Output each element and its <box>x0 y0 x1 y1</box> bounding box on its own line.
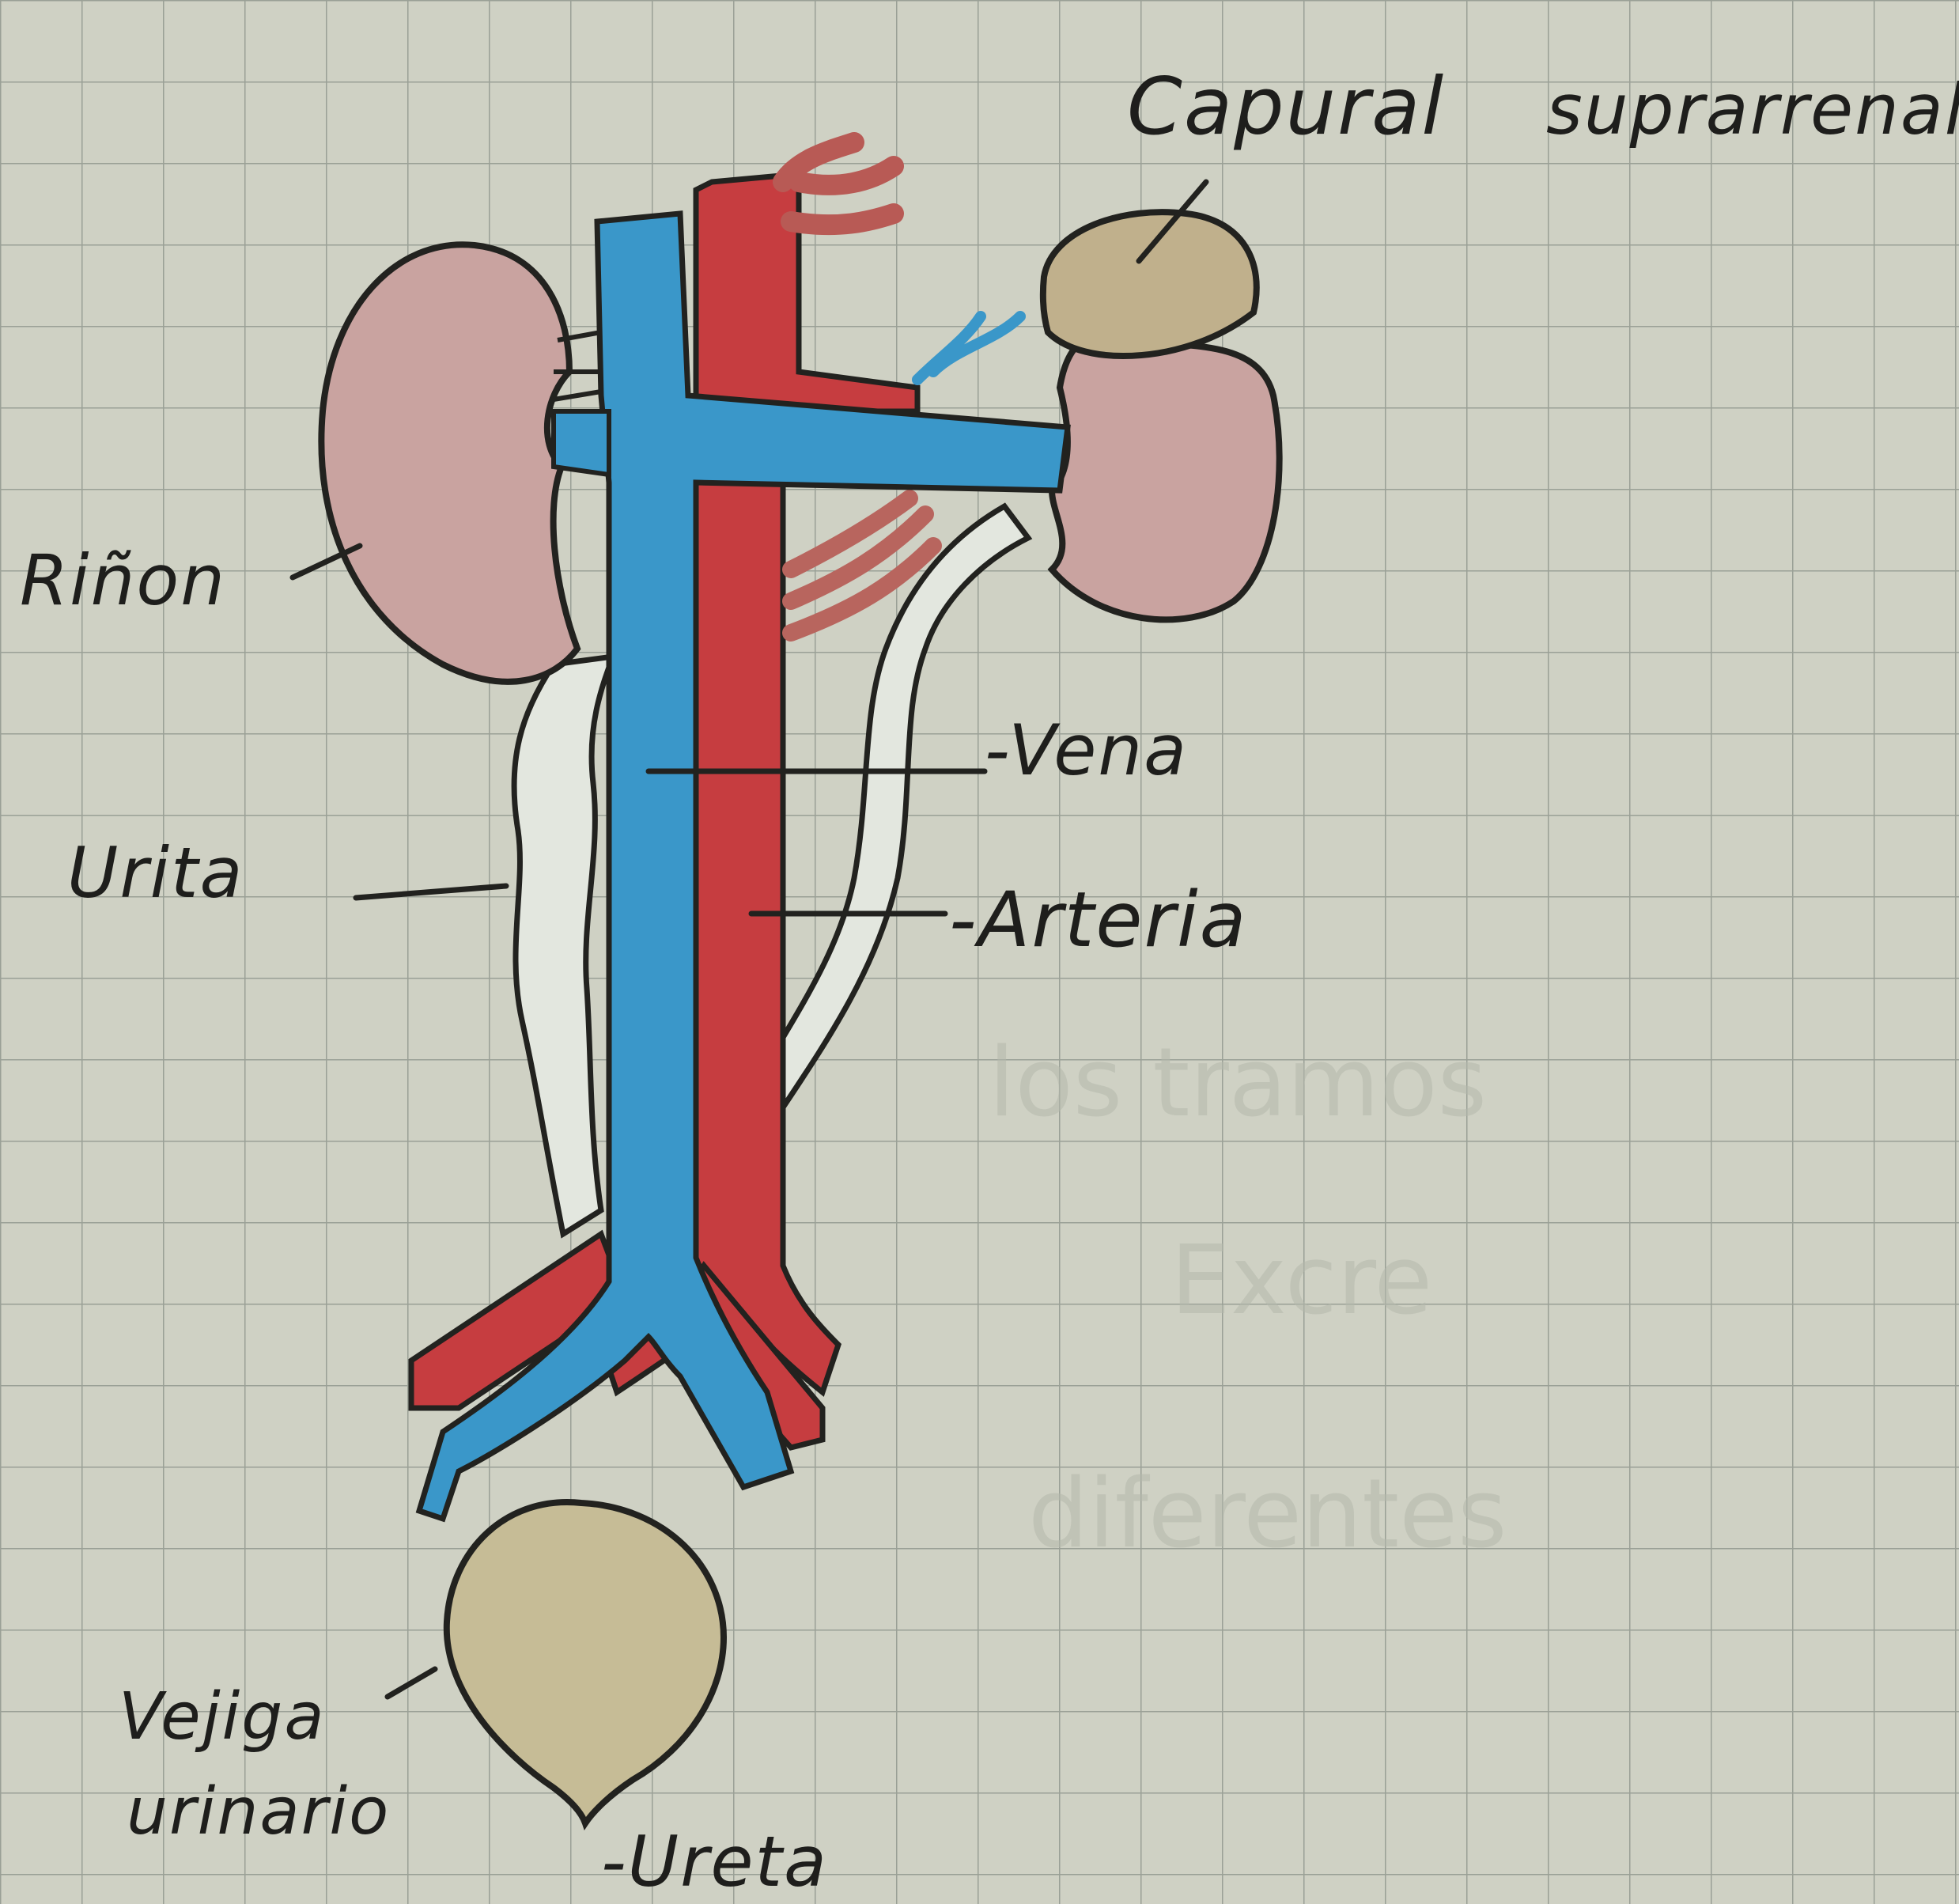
bleed-text-2: los tramos <box>989 1028 1487 1138</box>
bleed-text-3: diferentes <box>1028 1459 1507 1569</box>
label-vejiga: Vejiga <box>119 1685 326 1750</box>
right-kidney <box>1052 340 1280 619</box>
bleed-text-1: Excre <box>1170 1226 1432 1336</box>
label-vena: -Vena <box>985 716 1188 785</box>
left-renal-vein <box>554 411 609 475</box>
label-uretra-inferior: -Ureta <box>601 1827 828 1897</box>
label-arteria: -Arteria <box>949 882 1247 958</box>
label-urinario: urinario <box>127 1780 390 1845</box>
adrenal-gland <box>1043 212 1257 356</box>
label-rinon: Riñon <box>20 546 226 615</box>
label-capsula: Capural <box>1127 67 1445 146</box>
label-suprarrenal: suprarrenal. <box>1546 75 1959 145</box>
label-uretra: Urita <box>67 838 244 908</box>
